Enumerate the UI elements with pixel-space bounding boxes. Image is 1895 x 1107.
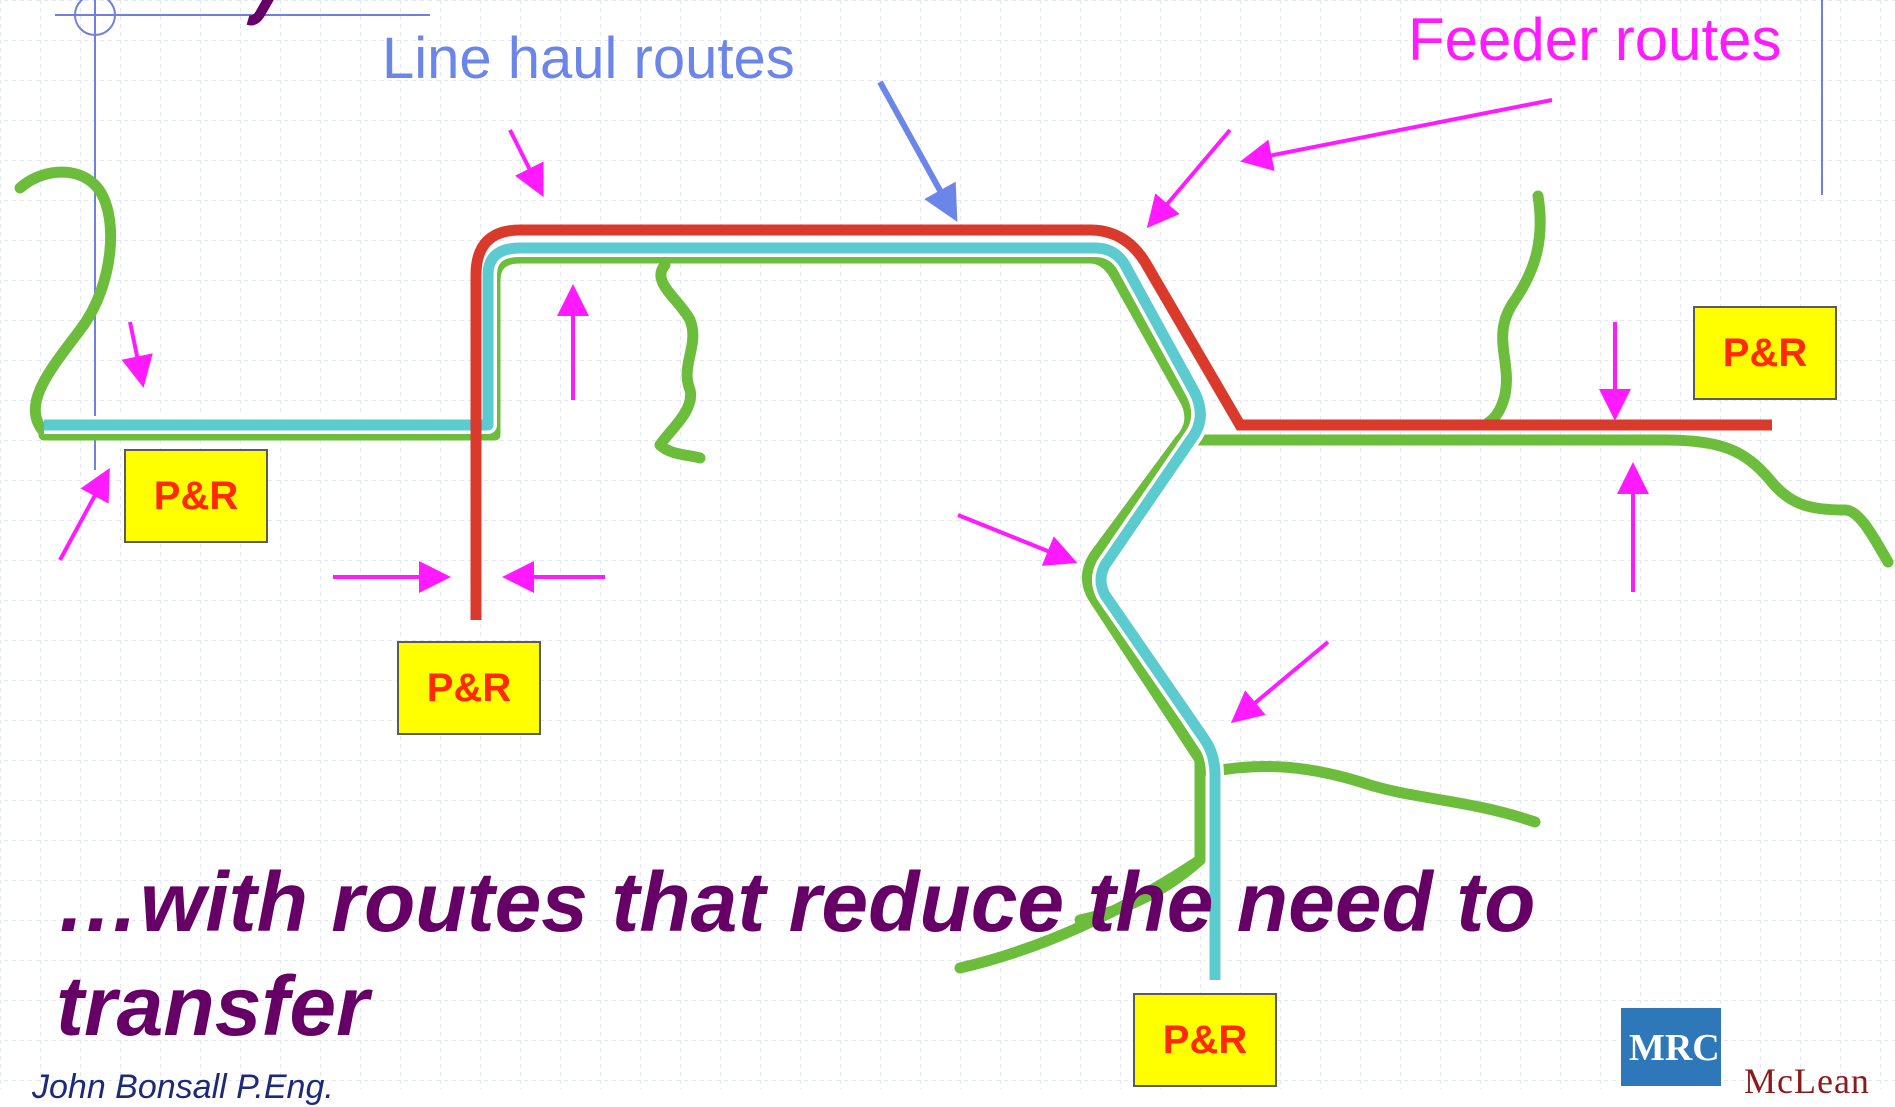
arrow-icon — [1146, 128, 1232, 229]
line-haul-arrow-icon — [877, 80, 958, 222]
line-haul-red — [470, 224, 1772, 620]
line-haul-routes-label: Line haul routes — [382, 26, 795, 91]
logo-mark-text: MRC — [1629, 1027, 1720, 1069]
park-and-ride-south: P&R — [1133, 993, 1277, 1087]
line-haul-cyan — [44, 239, 1224, 980]
feeder-arrows — [58, 98, 1649, 724]
slide-frame-decoration — [55, 0, 1823, 470]
logo-company-name: McLean — [1744, 1061, 1870, 1101]
author-footer: John Bonsall P.Eng. — [32, 1068, 334, 1106]
title-fragment — [246, 0, 274, 26]
park-and-ride-west: P&R — [124, 449, 268, 543]
arrow-icon — [508, 129, 544, 198]
park-and-ride-southwest: P&R — [397, 641, 541, 735]
arrow-icon — [1230, 640, 1330, 724]
arrow-icon — [121, 321, 153, 388]
feeder-routes — [14, 166, 1894, 974]
arrow-icon — [1240, 98, 1553, 172]
park-and-ride-east: P&R — [1693, 306, 1837, 400]
feeder-route-west-hook — [14, 166, 117, 438]
feeder-routes-label: Feeder routes — [1408, 6, 1782, 73]
feeder-route-south-lower — [954, 854, 1206, 974]
arrow-icon — [58, 467, 110, 561]
mrc-logo: MRC — [1618, 1005, 1724, 1089]
arrow-icon — [957, 513, 1078, 566]
feeder-route-southeast — [1204, 760, 1541, 828]
feeder-route-main-green — [38, 252, 1894, 568]
feeder-route-squiggle-east — [1482, 190, 1546, 429]
feeder-route-squiggle-mid — [654, 259, 706, 464]
slide-caption: …with routes that reduce the need to tra… — [56, 855, 1536, 1053]
